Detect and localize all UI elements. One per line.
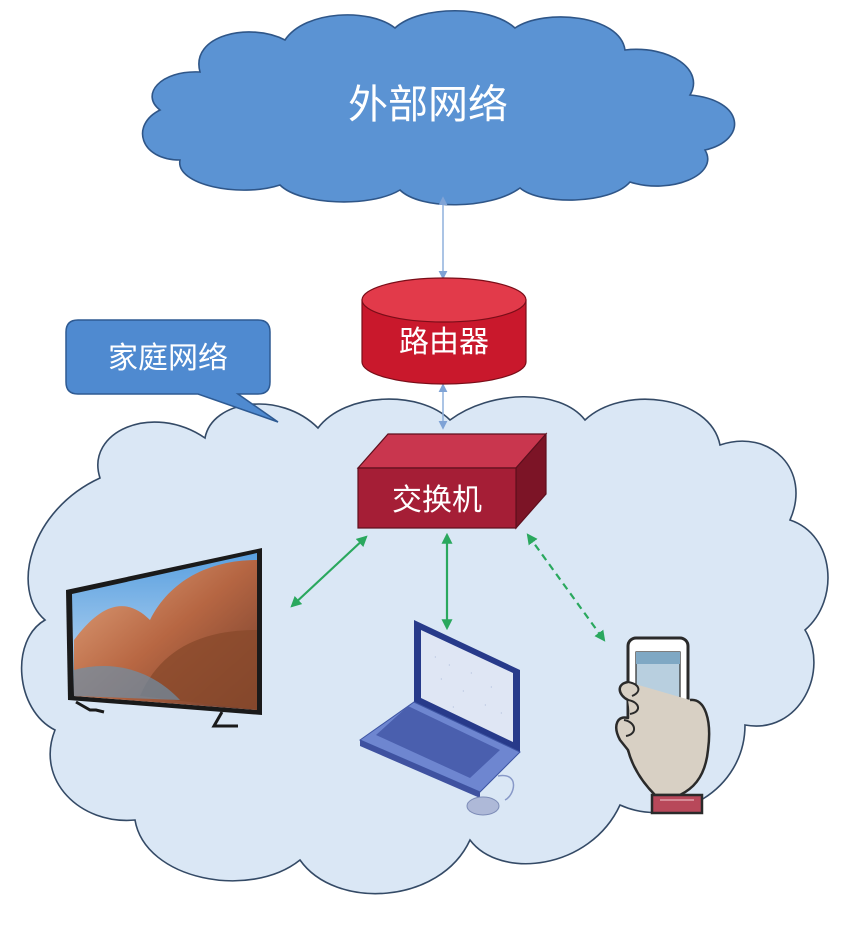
- svg-text:·: ·: [452, 703, 455, 712]
- laptop-icon: ··· ··· ···: [358, 620, 521, 816]
- switch-label: 交换机: [392, 483, 482, 518]
- tv-icon: [66, 548, 262, 728]
- svg-text:·: ·: [470, 669, 473, 678]
- external-network-label: 外部网络: [348, 82, 508, 128]
- home-network-label: 家庭网络: [108, 341, 228, 376]
- external-network-cloud: 外部网络: [141, 9, 736, 206]
- phone-icon: [615, 636, 711, 815]
- switch: 交换机: [356, 432, 548, 530]
- svg-text:·: ·: [500, 709, 503, 718]
- svg-text:·: ·: [434, 653, 437, 662]
- svg-text:·: ·: [490, 683, 493, 692]
- device-links: [290, 532, 606, 642]
- svg-text:·: ·: [484, 701, 487, 710]
- svg-text:·: ·: [448, 661, 451, 670]
- switch-phone-link: [526, 533, 606, 642]
- switch-tv-link: [290, 535, 368, 608]
- svg-text:·: ·: [440, 675, 443, 684]
- home-network-callout: 家庭网络: [65, 319, 279, 423]
- svg-text:·: ·: [462, 687, 465, 696]
- router: 路由器: [361, 277, 527, 385]
- router-label: 路由器: [399, 325, 489, 360]
